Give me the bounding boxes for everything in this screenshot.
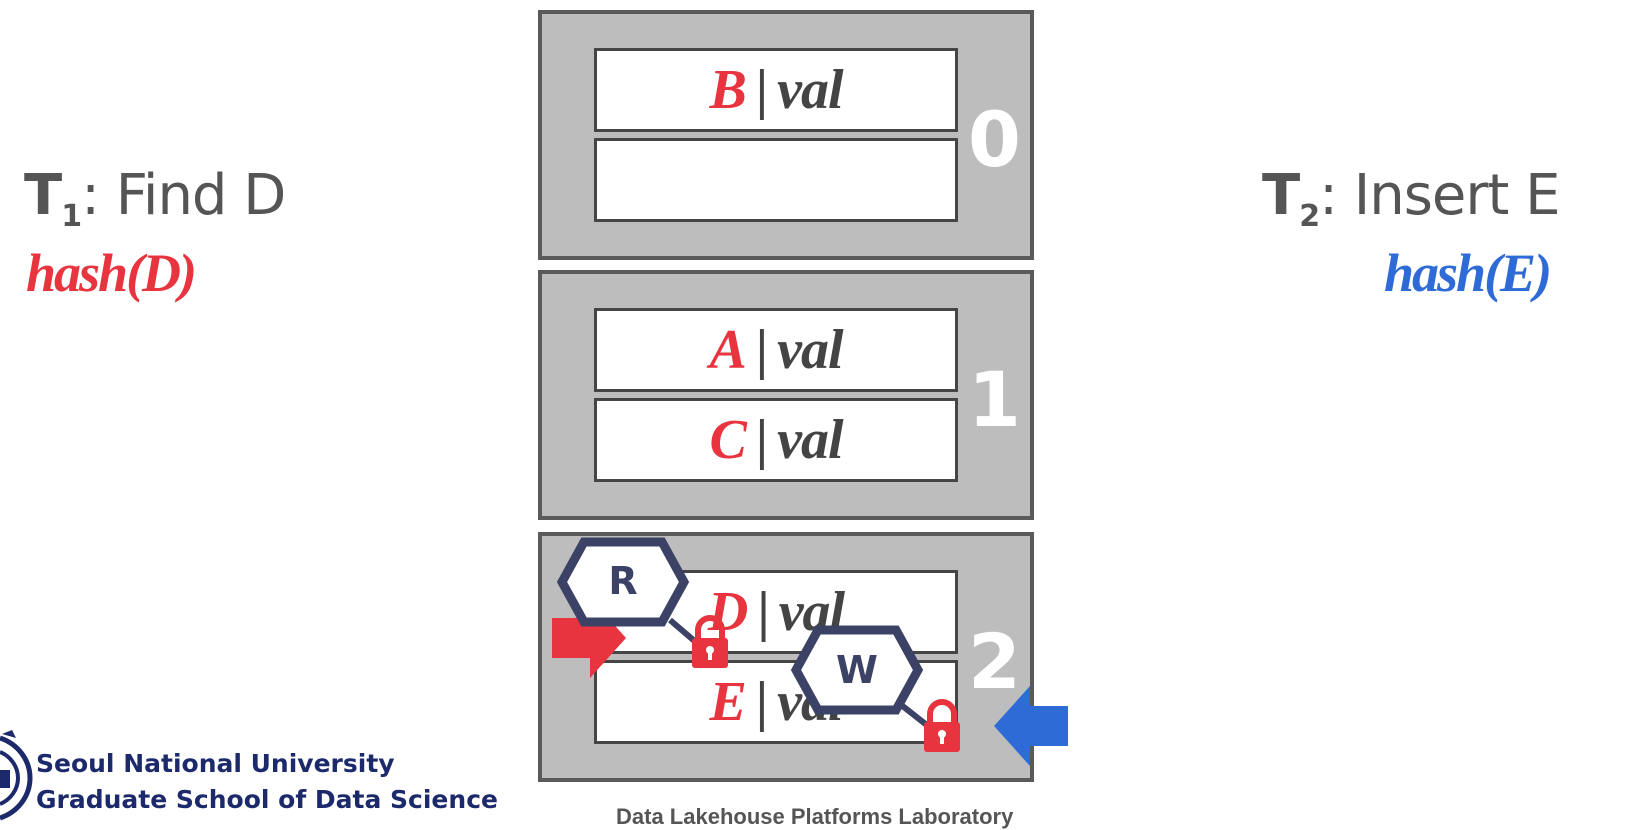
slot-separator: | (755, 319, 768, 381)
slot-value: val (777, 319, 843, 381)
slot-value: val (777, 59, 843, 121)
slot-key: A (709, 319, 746, 381)
slot-separator: | (757, 581, 769, 643)
write-lock-hexagon-icon (790, 625, 924, 715)
write-lock-label: W (836, 648, 878, 692)
slot-value: val (777, 409, 843, 471)
bucket-0-index: 0 (968, 95, 1021, 184)
logo-line-2: Graduate School of Data Science (36, 785, 498, 815)
read-padlock-icon (692, 615, 728, 668)
logo-line-1: Seoul National University (36, 749, 395, 778)
t2-subscript: 2 (1299, 199, 1320, 234)
university-logo-text: Seoul National University Graduate Schoo… (36, 746, 498, 819)
bucket-0-slot-1 (594, 138, 958, 222)
t1-hash: hash(D) (26, 243, 197, 303)
slot-key: B (709, 59, 746, 121)
bucket-1-index: 1 (968, 355, 1021, 444)
t1-action: : Find D (81, 163, 286, 228)
t2-action: : Insert E (1319, 163, 1560, 228)
write-padlock-icon (924, 699, 960, 752)
bucket-1-slot-1: C|val (594, 398, 958, 482)
read-lock-hexagon-icon (556, 537, 690, 627)
t2-letter: T (1262, 163, 1300, 228)
bucket-2-index: 2 (968, 617, 1021, 706)
read-lock-label: R (608, 559, 638, 603)
t1-label: T1: Find D (24, 168, 286, 234)
write-lock-connector (898, 701, 930, 729)
slot-key: C (709, 409, 746, 471)
t1-letter: T (24, 163, 62, 228)
bucket-1: A|val C|val 1 (538, 270, 1034, 520)
slot-key: E (709, 671, 746, 733)
lab-footer: Data Lakehouse Platforms Laboratory (616, 804, 1014, 829)
snu-emblem-icon (0, 730, 33, 821)
slot-separator: | (755, 59, 768, 121)
t1-subscript: 1 (61, 199, 82, 234)
bucket-0: B|val 0 (538, 10, 1034, 260)
slot-key: D (707, 581, 748, 643)
slot-separator: | (755, 671, 768, 733)
bucket-1-slot-0: A|val (594, 308, 958, 392)
bucket-0-slot-0: B|val (594, 48, 958, 132)
slot-separator: | (755, 409, 768, 471)
t2-hash: hash(E) (1384, 243, 1552, 303)
t2-label: T2: Insert E (1262, 168, 1561, 234)
t2-arrow-icon (994, 686, 1068, 766)
